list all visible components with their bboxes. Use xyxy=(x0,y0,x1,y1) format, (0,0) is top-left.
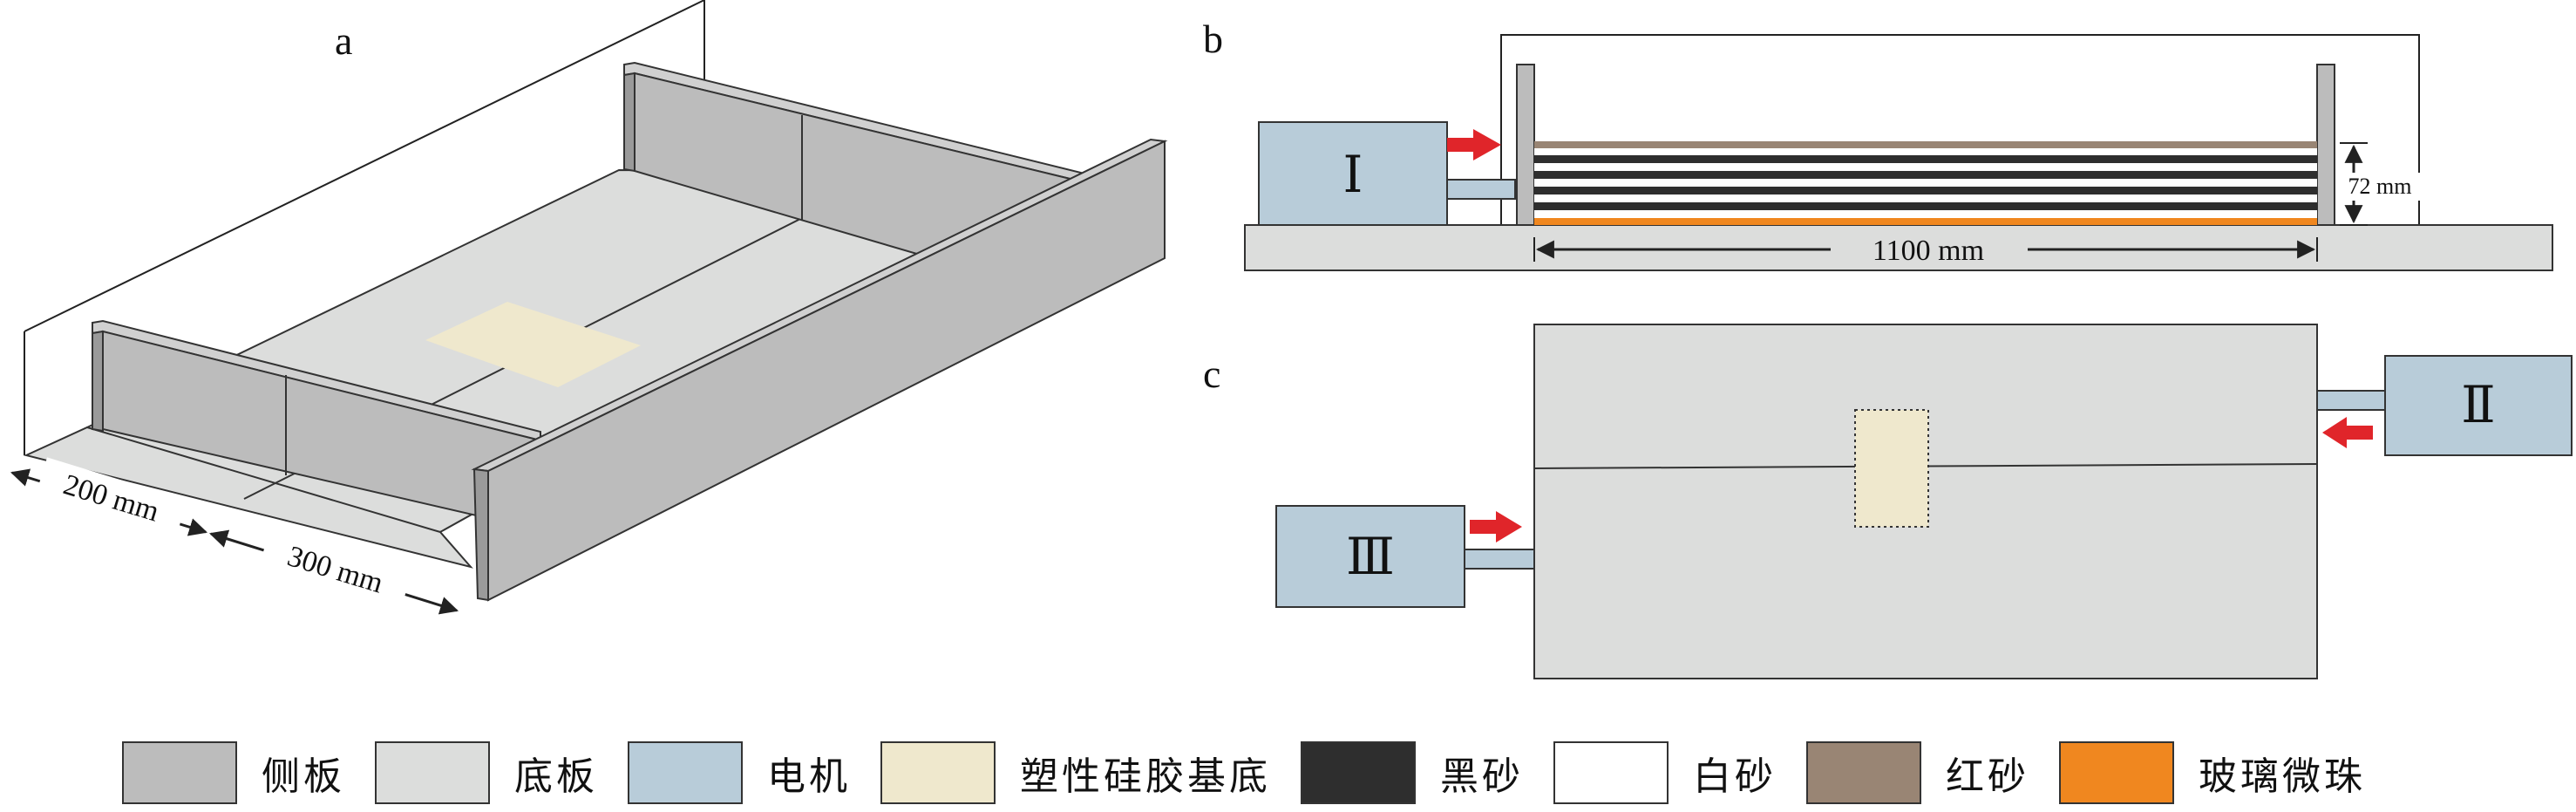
legend-label: 底板 xyxy=(514,754,598,799)
legend-label: 红砂 xyxy=(1946,754,2029,799)
legend-label: 侧板 xyxy=(262,754,345,799)
layer-white-sand xyxy=(1534,148,2317,155)
legend-swatch xyxy=(2059,741,2174,804)
legend-label: 玻璃微珠 xyxy=(2199,754,2366,799)
legend-swatch xyxy=(628,741,743,804)
legend-label: 塑性硅胶基底 xyxy=(1020,754,1271,799)
push-arrow-3 xyxy=(1470,511,1522,542)
legend-item-silicone: 塑性硅胶基底 xyxy=(880,741,1271,804)
layer-white-sand xyxy=(1534,210,2317,218)
legend-label: 白砂 xyxy=(1693,754,1777,799)
legend-item-motor: 电机 xyxy=(628,741,851,804)
layer-glass-beads xyxy=(1534,218,2317,225)
panel-c: c Ⅱ Ⅲ xyxy=(1203,324,2573,679)
layer-black-sand xyxy=(1534,202,2317,210)
dim-label-72: 72 mm xyxy=(2348,174,2412,199)
layer-black-sand xyxy=(1534,155,2317,163)
legend-item-white-sand: 白砂 xyxy=(1553,741,1777,804)
motor-3-label: Ⅲ xyxy=(1346,529,1395,585)
panel-b-label: b xyxy=(1203,17,1223,61)
motor-3-shaft xyxy=(1464,549,1535,570)
frame-outline-b xyxy=(1500,34,2420,225)
experiment-figure: a 200 mm 300 mm b xyxy=(10,0,2573,679)
silicone-patch-top xyxy=(1854,409,1929,528)
layer-red-sand xyxy=(1534,141,2317,148)
legend-swatch xyxy=(122,741,237,804)
layer-black-sand xyxy=(1534,187,2317,194)
motor-2 xyxy=(2384,355,2573,456)
long-side-plate xyxy=(487,140,1166,602)
legend-swatch xyxy=(880,741,996,804)
legend-swatch xyxy=(1806,741,1921,804)
motor-1-shaft xyxy=(1446,179,1516,200)
legend-item-glass-beads: 玻璃微珠 xyxy=(2059,741,2366,804)
silicone-patch xyxy=(425,302,641,387)
legend-swatch xyxy=(1301,741,1416,804)
frame-outline xyxy=(24,0,705,332)
legend-label: 黑砂 xyxy=(1440,754,1524,799)
motor-3 xyxy=(1275,505,1465,608)
right-side-plate xyxy=(2316,64,2335,226)
panel-a: a 200 mm 300 mm xyxy=(10,0,1168,615)
panel-c-label: c xyxy=(1203,351,1220,396)
layer-white-sand xyxy=(1534,163,2317,171)
motor-1 xyxy=(1258,121,1448,226)
layer-white-sand xyxy=(1534,194,2317,202)
push-arrow-2 xyxy=(2322,417,2373,448)
legend-label: 电机 xyxy=(767,754,851,799)
motor-2-shaft xyxy=(2316,390,2386,411)
sand-layers xyxy=(1534,141,2317,225)
layer-white-sand xyxy=(1534,179,2317,187)
motor-2-label: Ⅱ xyxy=(2461,377,2495,433)
legend-item-base-plate: 底板 xyxy=(375,741,598,804)
legend-item-side-plate: 侧板 xyxy=(122,741,345,804)
legend: 侧板 底板 电机 塑性硅胶基底 黑砂 白砂 红砂 玻璃微珠 xyxy=(122,738,2396,808)
panel-a-label: a xyxy=(335,18,352,63)
dim-label-1100: 1100 mm xyxy=(1873,235,1984,267)
legend-item-red-sand: 红砂 xyxy=(1806,741,2029,804)
push-arrow-1 xyxy=(1447,129,1501,160)
panel-b: b Ⅰ 72 m xyxy=(1203,17,2553,271)
left-side-plate xyxy=(1516,64,1535,226)
motor-1-label: Ⅰ xyxy=(1343,147,1363,203)
legend-swatch xyxy=(1553,741,1669,804)
layer-black-sand xyxy=(1534,171,2317,179)
legend-item-black-sand: 黑砂 xyxy=(1301,741,1524,804)
legend-swatch xyxy=(375,741,490,804)
